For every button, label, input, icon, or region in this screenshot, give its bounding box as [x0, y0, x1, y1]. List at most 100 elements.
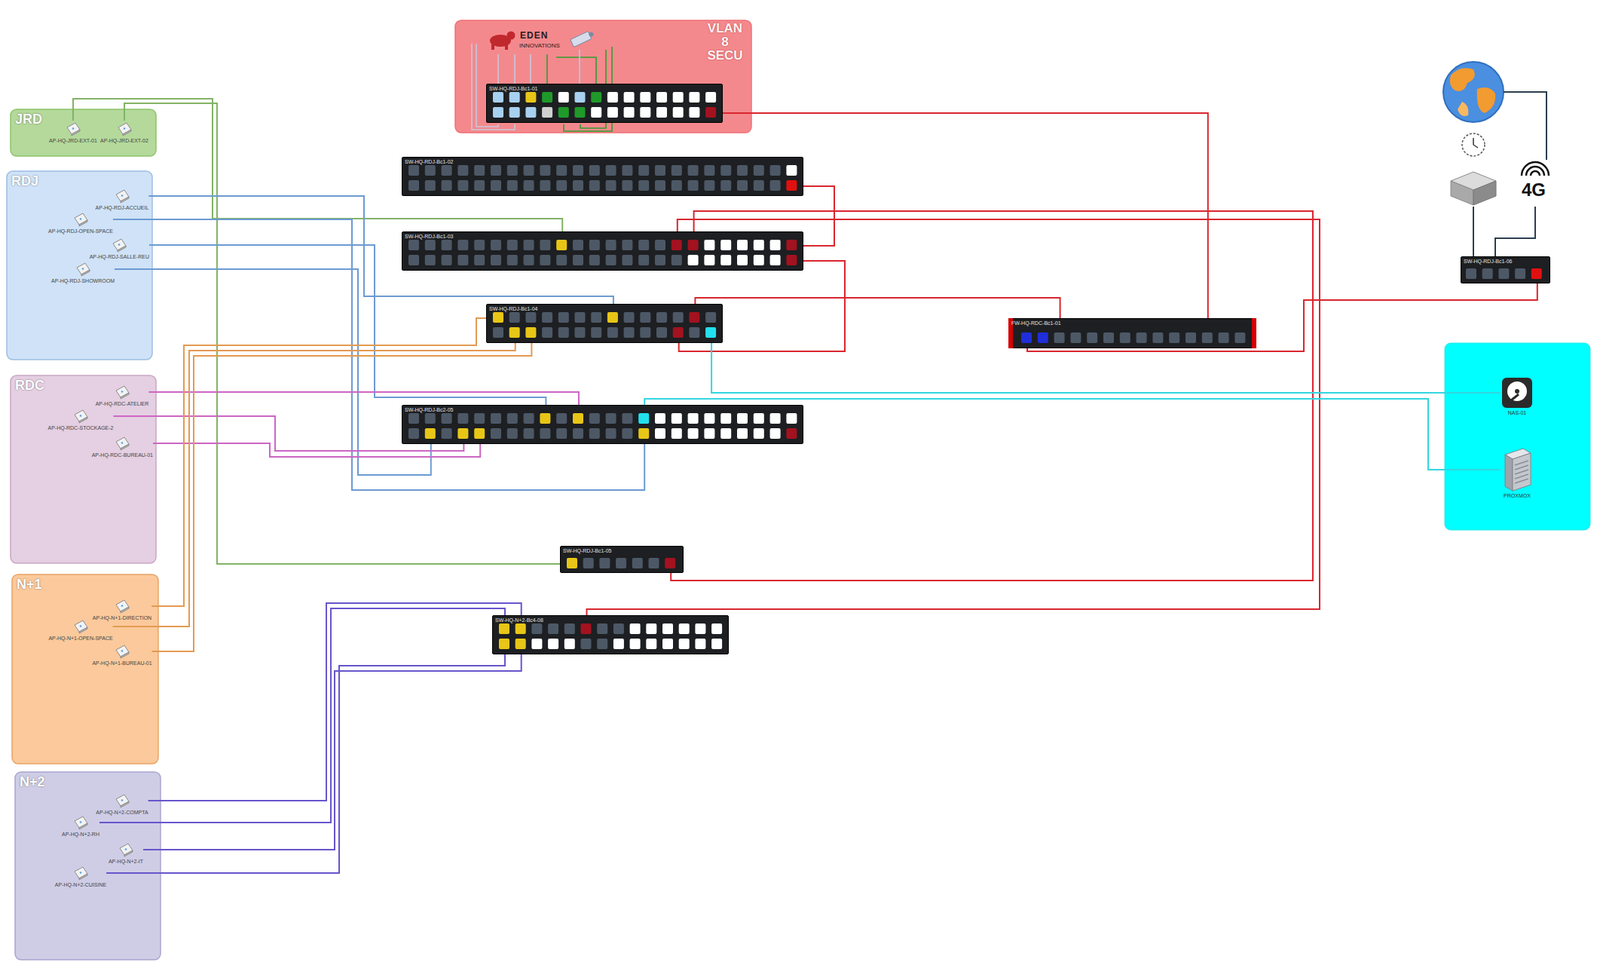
switch-port [639, 107, 651, 118]
switch-port [425, 428, 436, 439]
switch-port [474, 165, 485, 176]
device-led [72, 127, 75, 130]
internet-globe [1443, 61, 1504, 123]
access-point-icon [113, 792, 131, 809]
network-cable [113, 416, 465, 451]
switch-port [474, 180, 485, 191]
device-name: AP-HQ-RDJ-SALLE-REU [89, 253, 150, 261]
zone-fill [15, 771, 161, 960]
network-cable [151, 318, 487, 606]
switch-port [679, 623, 690, 634]
switch-port [639, 91, 651, 103]
switch-port [737, 254, 748, 266]
switch-port [711, 623, 722, 634]
switch-port [770, 428, 781, 439]
zone-title: VLAN 8 SECU [698, 20, 752, 65]
camera-lens [587, 31, 594, 38]
device-led [121, 649, 124, 652]
device-name: AP-HQ-N+1-BUREAU-01 [91, 659, 152, 667]
switch-port [589, 254, 600, 266]
zone-box: AP-HQ-JRD-EXT-01AP-HQ-JRD-EXT-02JRD [10, 109, 157, 157]
switch-port [523, 165, 535, 176]
switch-port [711, 638, 722, 649]
switch-port [605, 180, 617, 191]
wire [471, 43, 515, 130]
switch-port [1086, 332, 1098, 343]
switch-port [638, 180, 649, 191]
device-side [79, 822, 88, 830]
access-point: AP-HQ-RDJ-SHOWROOM [51, 260, 115, 285]
device-side [71, 129, 80, 136]
switch-port [786, 413, 797, 424]
switch-port [1185, 332, 1197, 343]
switch-port [1136, 332, 1148, 343]
switch-port [638, 428, 649, 439]
eden-logo [489, 31, 516, 51]
camera-icon [570, 29, 596, 47]
switch-port [671, 180, 683, 191]
device-led [118, 243, 121, 246]
server-slot [1514, 465, 1529, 470]
device-side [122, 129, 132, 136]
switch-port [596, 623, 608, 634]
switch-port [688, 312, 700, 323]
server-device: NAS-01 [1500, 376, 1534, 417]
zone-title: RDC [10, 375, 157, 395]
wire [580, 49, 606, 129]
switch-port [607, 107, 618, 118]
switch-port [525, 107, 536, 118]
switch-box: FW-HQ-RDC-Bc1-01 [1008, 318, 1257, 349]
switch-port [703, 413, 715, 424]
server-device: PROXMOX [1500, 446, 1534, 499]
switch-port [581, 638, 592, 649]
switch-port [638, 254, 649, 266]
device-led [79, 871, 83, 874]
switch-port [688, 91, 700, 103]
switch-port [556, 254, 567, 266]
access-point: AP-HQ-RDC-STOCKAGE-2 [48, 407, 114, 432]
switch-port [703, 254, 715, 266]
switch-name: SW-HQ-RDJ-Bc1-03 [402, 232, 803, 241]
zone-box: AP-HQ-RDJ-ACCUEILAP-HQ-RDJ-OPEN-SPACEAP-… [6, 171, 153, 360]
switch-port [441, 254, 453, 266]
switch-port [737, 165, 748, 176]
clock-hands [1473, 137, 1478, 148]
switch-port [624, 327, 635, 338]
device-body [74, 409, 88, 422]
wire [556, 57, 597, 84]
switch-port [607, 91, 618, 103]
device-body [74, 620, 88, 632]
network-cable [694, 297, 1060, 319]
network-cable [587, 219, 1321, 615]
switch-port [457, 180, 469, 191]
switch-port [556, 239, 567, 251]
switch-port [688, 254, 699, 266]
switch-port [589, 239, 600, 251]
port-strip [401, 156, 804, 196]
switch-port [572, 180, 584, 191]
disk-hub [1514, 388, 1520, 394]
signal-arc [1530, 171, 1540, 176]
switch-port [558, 327, 570, 338]
switch-port [531, 638, 542, 649]
switch-name: SW-HQ-RDJ-Bc1-06 [1461, 256, 1550, 266]
switch-port [492, 91, 504, 103]
switch-port [720, 239, 732, 251]
switch-port [656, 327, 667, 338]
device-side [120, 801, 129, 808]
access-point-icon [72, 407, 89, 425]
access-point-icon [72, 617, 89, 635]
switch-name: FW-HQ-RDC-Bc1-01 [1009, 318, 1256, 328]
switch-port [547, 638, 559, 649]
switch-port [703, 239, 715, 251]
switch-port [572, 428, 584, 439]
wire [1472, 206, 1475, 257]
switch-port [654, 428, 666, 439]
router-icon [1450, 171, 1496, 205]
switch-port [457, 239, 469, 251]
switch-port [507, 428, 518, 439]
clock-icon [1462, 133, 1485, 157]
switch-port [770, 239, 781, 251]
switch-port [590, 107, 602, 118]
